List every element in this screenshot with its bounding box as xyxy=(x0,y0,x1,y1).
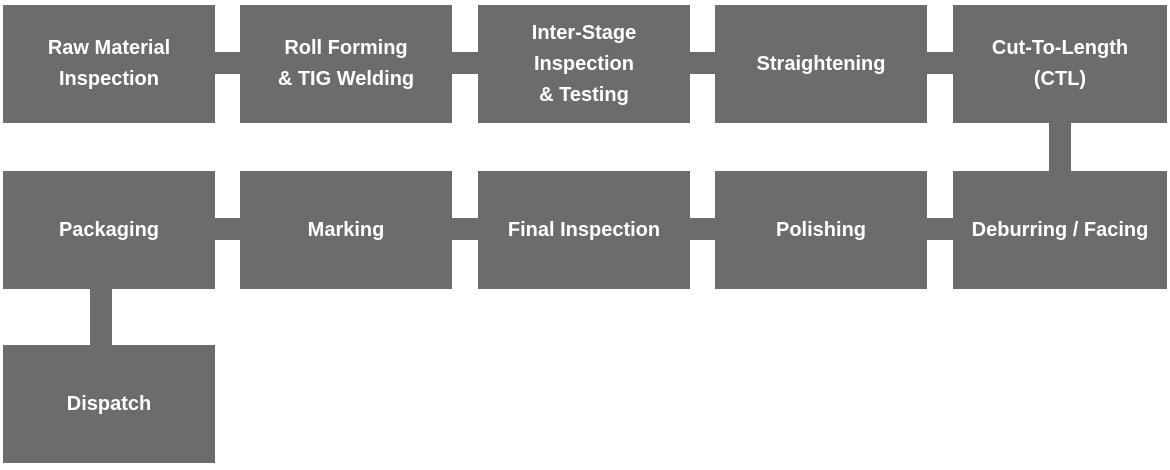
connector-marking-to-packaging xyxy=(215,218,240,240)
step-label: Raw Material Inspection xyxy=(47,37,171,90)
step-raw-material-inspection: Raw Material Inspection xyxy=(3,5,215,123)
step-label: Dispatch xyxy=(66,392,152,415)
step-straightening: Straightening xyxy=(715,5,927,123)
connector-raw-to-rollforming xyxy=(215,52,240,74)
connector-interstage-to-straightening xyxy=(690,52,715,74)
step-inter-stage-inspection-testing: Inter-Stage Inspection & Testing xyxy=(478,5,690,123)
step-marking: Marking xyxy=(240,171,452,289)
connector-polishing-to-final-inspection xyxy=(690,218,715,240)
step-label: Roll Forming & TIG Welding xyxy=(277,37,415,90)
step-label: Polishing xyxy=(776,218,866,241)
step-label: Straightening xyxy=(756,52,886,75)
step-label: Inter-Stage Inspection & Testing xyxy=(531,21,637,106)
step-label: Cut-To-Length (CTL) xyxy=(991,37,1129,90)
step-label: Marking xyxy=(307,218,385,241)
connector-ctl-to-deburring xyxy=(1049,123,1071,171)
step-dispatch: Dispatch xyxy=(3,345,215,463)
connector-deburring-to-polishing xyxy=(927,218,953,240)
step-polishing: Polishing xyxy=(715,171,927,289)
connector-packaging-to-dispatch xyxy=(90,289,112,345)
step-label: Deburring / Facing xyxy=(971,218,1149,241)
step-cut-to-length: Cut-To-Length (CTL) xyxy=(953,5,1167,123)
step-label: Packaging xyxy=(58,218,160,241)
step-deburring-facing: Deburring / Facing xyxy=(953,171,1167,289)
step-packaging: Packaging xyxy=(3,171,215,289)
step-roll-forming-tig-welding: Roll Forming & TIG Welding xyxy=(240,5,452,123)
connector-final-inspection-to-marking xyxy=(452,218,478,240)
step-final-inspection: Final Inspection xyxy=(478,171,690,289)
connector-rollforming-to-interstage xyxy=(452,52,478,74)
connector-straightening-to-ctl xyxy=(927,52,953,74)
step-label: Final Inspection xyxy=(507,218,661,241)
